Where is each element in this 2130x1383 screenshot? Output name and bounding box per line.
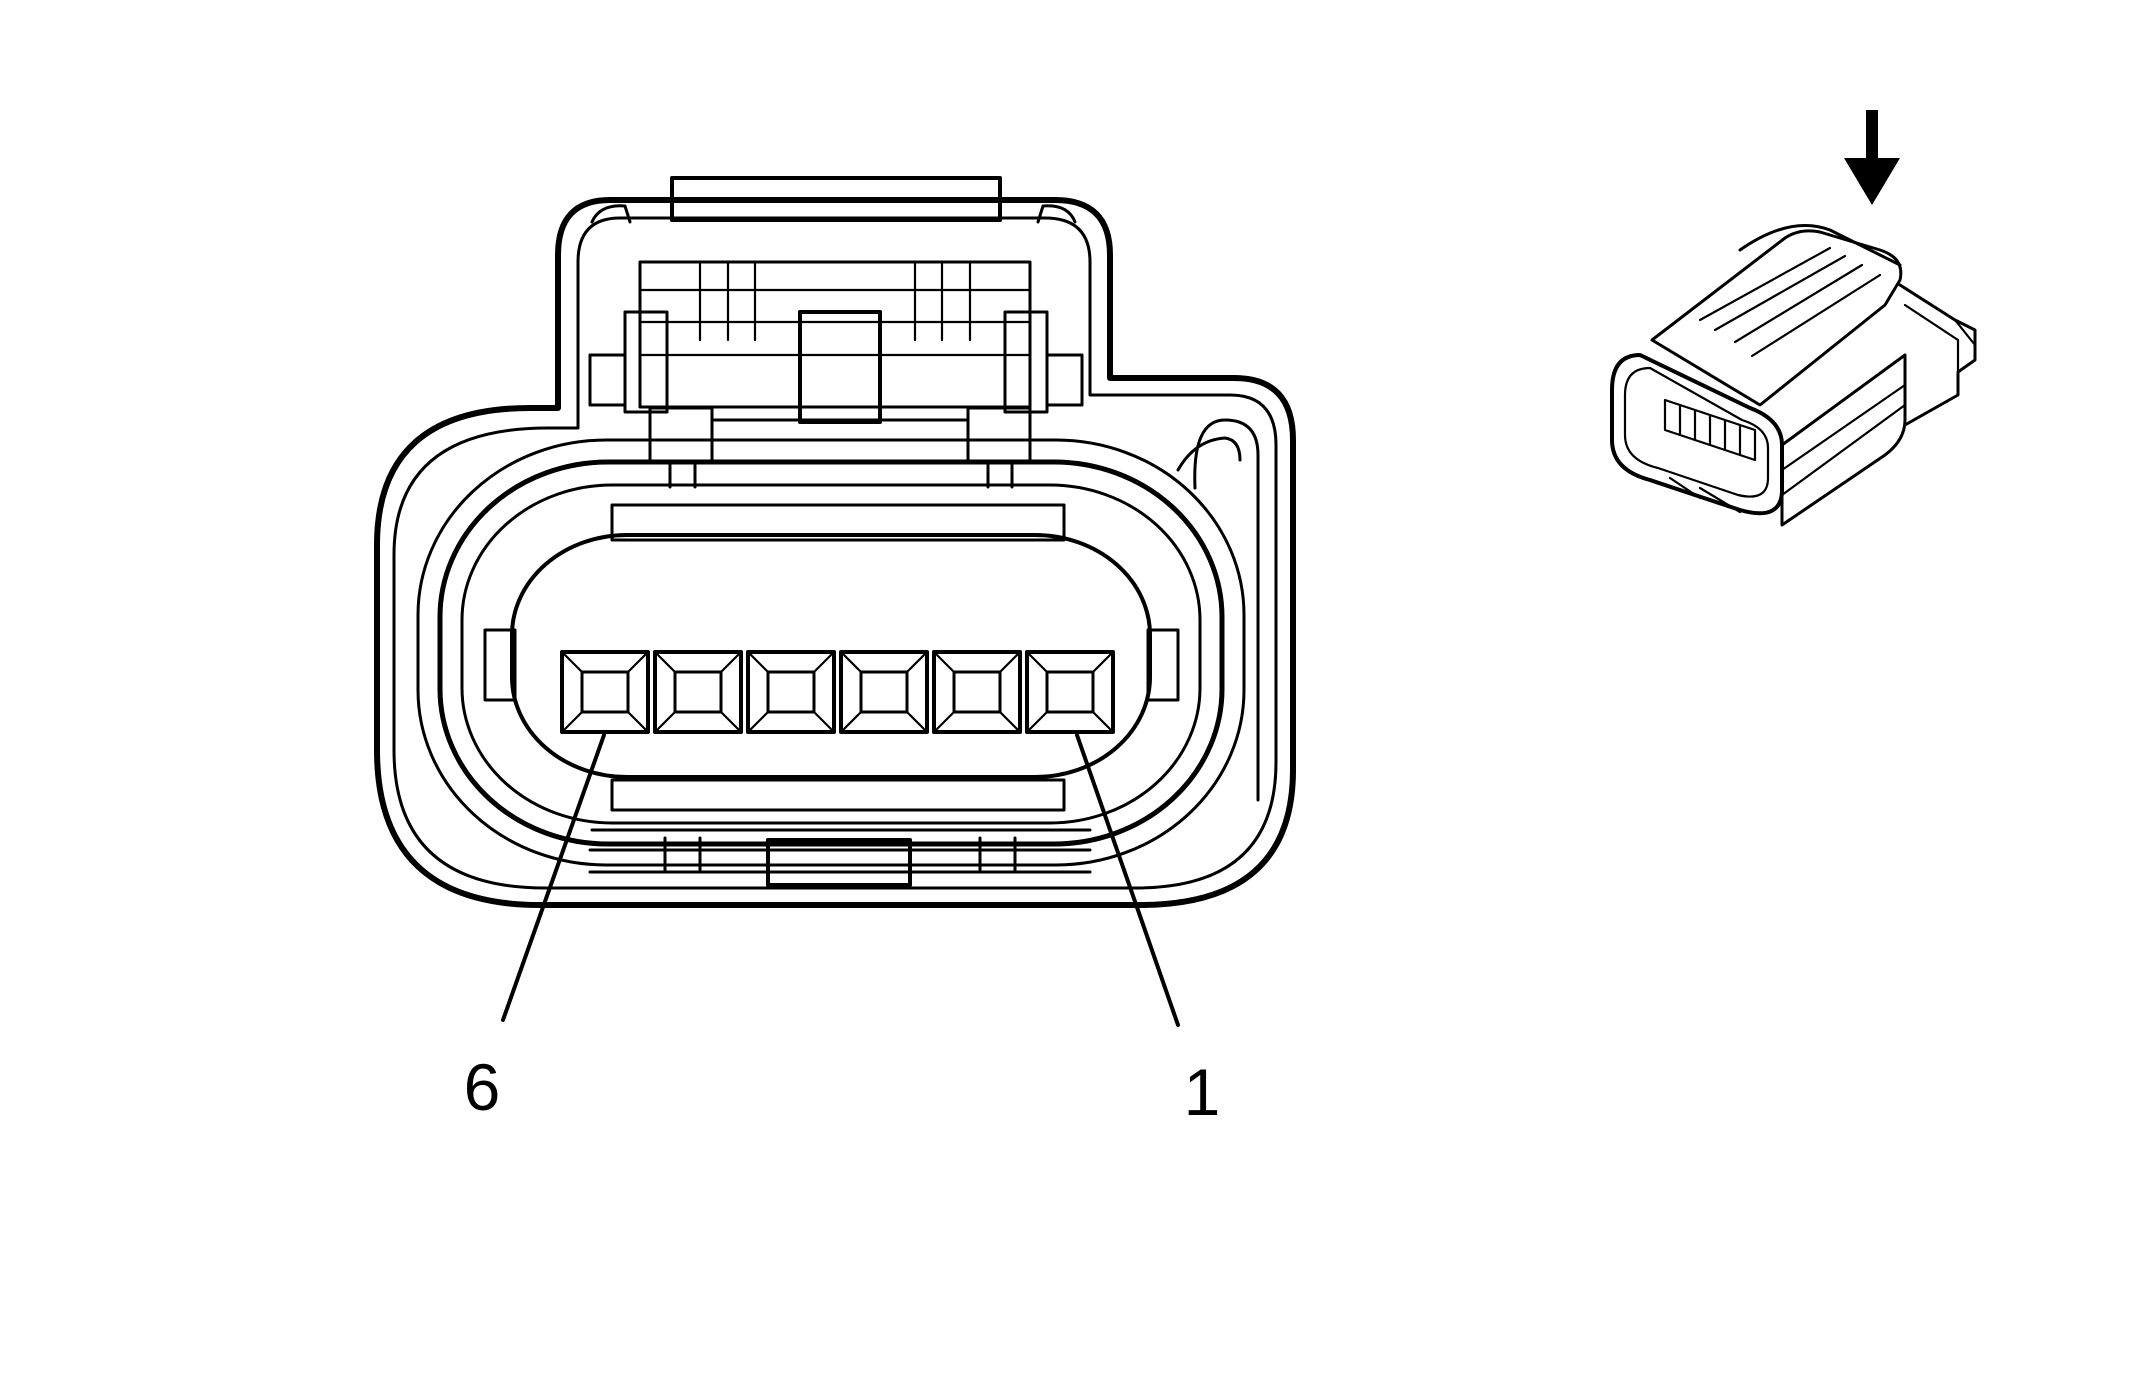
- lock-frame: [638, 260, 1032, 409]
- lock-left-post: [623, 310, 669, 414]
- seal-ring-outer: [416, 438, 1246, 867]
- terminal-cavities: [560, 650, 1115, 734]
- terminal-cavity-5: [653, 650, 743, 734]
- pin-label-6: 6: [464, 1050, 501, 1124]
- top-key-bar: [610, 503, 1066, 542]
- cavity-area-outline: [510, 533, 1152, 779]
- seal-ring-middle: [437, 459, 1225, 847]
- terminal-cavity-3: [839, 650, 929, 734]
- thumbnail-bottom-rail: [1668, 476, 1742, 514]
- lock-left-foot: [588, 353, 627, 407]
- thumbnail-side-lines: [1780, 383, 1907, 497]
- seal-ring-inner: [460, 483, 1202, 825]
- lock-ears: [590, 204, 1077, 224]
- thumbnail-side-body: [1780, 353, 1907, 527]
- bottom-latch: [588, 836, 1092, 887]
- pin-label-1: 1: [1184, 1055, 1221, 1129]
- lock-left-stem: [648, 406, 714, 465]
- terminal-cavity-2: [932, 650, 1022, 734]
- lock-center-tab: [798, 310, 882, 424]
- thumbnail-lock-tab: [1738, 224, 1902, 267]
- connector-housing-outline: [374, 197, 1296, 908]
- arrow-down-icon: [1844, 110, 1900, 205]
- side-key-left: [483, 628, 517, 702]
- connector-face-view-icon: 6 1: [374, 176, 1296, 1129]
- side-key-right: [1146, 628, 1180, 702]
- lock-right-stem: [966, 406, 1032, 465]
- terminal-cavity-1: [1025, 650, 1115, 734]
- thumbnail-front-face-inner: [1623, 366, 1770, 498]
- terminal-cavity-4: [746, 650, 836, 734]
- thumbnail-front-face: [1610, 353, 1784, 516]
- thumbnail-rear-flange-lines: [1903, 303, 1977, 374]
- terminal-cavity-6: [560, 650, 650, 734]
- thumbnail-top-ridges: [1698, 246, 1882, 358]
- connector-isometric-icon: [1610, 110, 1977, 527]
- lock-right-post: [1003, 310, 1049, 414]
- thumbnail-cavities: [1663, 398, 1757, 462]
- housing-inner-outline: [392, 216, 1278, 890]
- lock-right-foot: [1045, 353, 1084, 407]
- bottom-key-bar: [610, 778, 1066, 812]
- thumbnail-top-body: [1650, 229, 1903, 407]
- leader-line-pin-1: [1075, 733, 1180, 1027]
- bottom-latch-tab: [766, 838, 912, 887]
- lock-top-bar: [670, 176, 1002, 222]
- leader-line-pin-6: [501, 733, 606, 1022]
- thumbnail-rear-flange: [1898, 283, 1977, 427]
- latch-hook-inner: [1176, 436, 1242, 472]
- latch-hook: [1193, 418, 1260, 802]
